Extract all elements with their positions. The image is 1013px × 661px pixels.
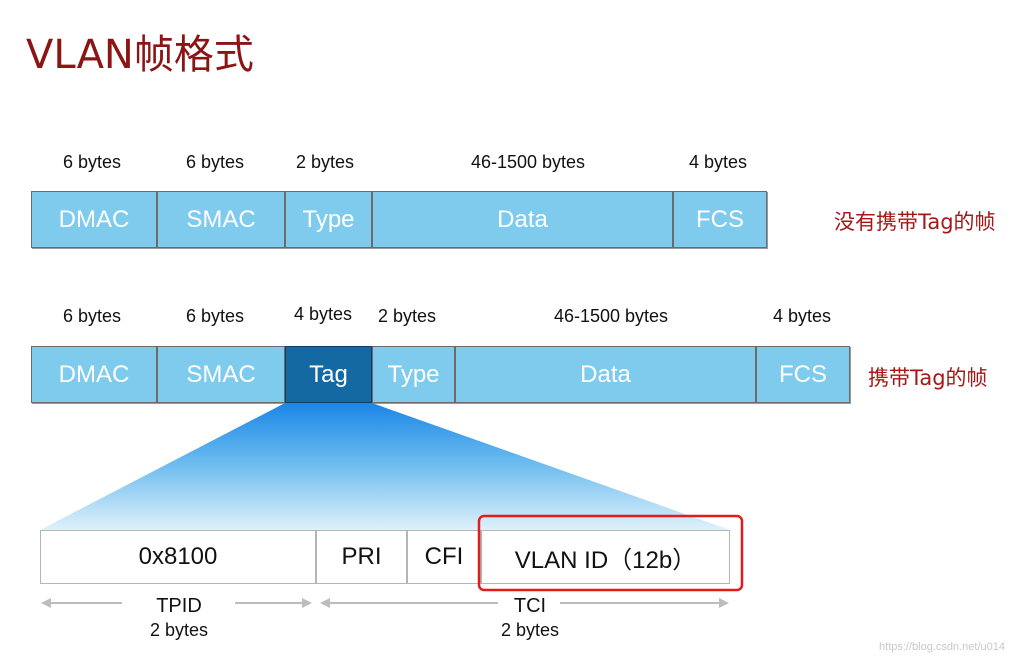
- dmac-field: DMAC: [31, 346, 157, 403]
- tag-field: Tag: [285, 346, 372, 403]
- type-bytes-label: 2 bytes: [377, 306, 437, 326]
- tpid-bytes: 2 bytes: [149, 620, 209, 640]
- tpid-span-arrow: [41, 598, 312, 608]
- fcs-bytes-label: 4 bytes: [688, 152, 748, 172]
- data-bytes-label: 46-1500 bytes: [470, 152, 586, 172]
- fcs-bytes-label: 4 bytes: [772, 306, 832, 326]
- tci-label: TCI 2 bytes: [501, 594, 559, 642]
- pri-field: PRI: [316, 530, 407, 584]
- fcs-field: FCS: [756, 346, 850, 403]
- smac-field: SMAC: [157, 191, 285, 248]
- smac-bytes-label: 6 bytes: [185, 152, 245, 172]
- data-field: Data: [455, 346, 756, 403]
- tag-bytes-label: 4 bytes: [293, 304, 353, 324]
- tagged-annotation: 携带Tag的帧: [868, 366, 988, 390]
- dmac-bytes-label: 6 bytes: [62, 152, 122, 172]
- tci-bytes: 2 bytes: [500, 620, 560, 640]
- watermark: https://blog.csdn.net/u014: [879, 641, 1005, 653]
- type-field: Type: [285, 191, 372, 248]
- vlan-id-field: VLAN ID（12b）: [481, 530, 730, 584]
- dmac-field: DMAC: [31, 191, 157, 248]
- untagged-annotation: 没有携带Tag的帧: [834, 210, 996, 234]
- tag-expansion-fan: [40, 403, 730, 530]
- smac-field: SMAC: [157, 346, 285, 403]
- type-field: Type: [372, 346, 455, 403]
- tpid-label: TPID 2 bytes: [150, 594, 208, 642]
- vlan-id-highlight-box: [477, 514, 744, 592]
- data-bytes-label: 46-1500 bytes: [553, 306, 669, 326]
- tpid-value-field: 0x8100: [40, 530, 316, 584]
- tpid-name: TPID: [156, 595, 202, 617]
- tci-span-arrow: [320, 598, 729, 608]
- smac-bytes-label: 6 bytes: [185, 306, 245, 326]
- type-bytes-label: 2 bytes: [295, 152, 355, 172]
- cfi-field: CFI: [407, 530, 481, 584]
- dmac-bytes-label: 6 bytes: [62, 306, 122, 326]
- data-field: Data: [372, 191, 673, 248]
- page-title: VLAN帧格式: [26, 32, 254, 78]
- tci-name: TCI: [513, 595, 547, 617]
- fcs-field: FCS: [673, 191, 767, 248]
